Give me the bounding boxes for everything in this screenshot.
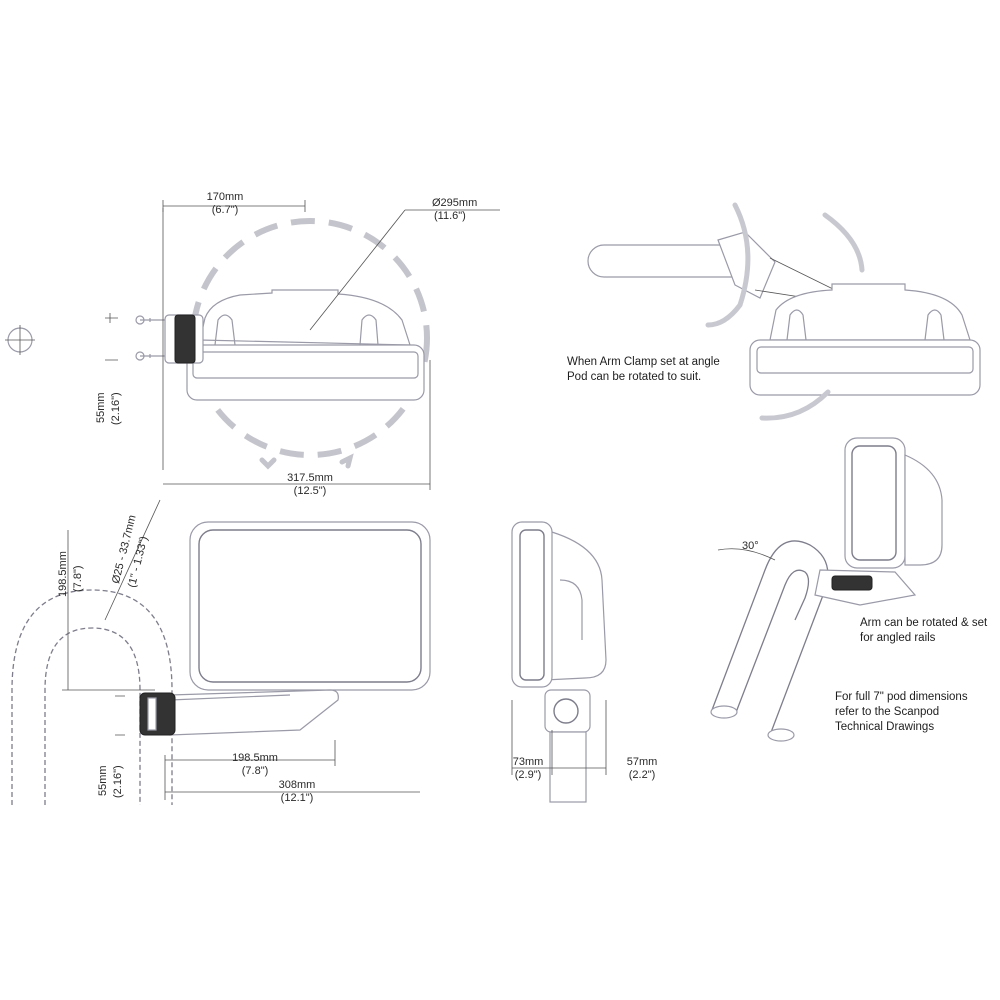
full-dimensions-note: For full 7" pod dimensions refer to the …: [835, 690, 968, 735]
angled-view: [710, 437, 943, 742]
full-note-line3: Technical Drawings: [835, 721, 935, 733]
rotation-arrow-right: [339, 453, 354, 469]
side-arm: [169, 689, 339, 736]
pod-end-body: [544, 529, 607, 681]
rail-outer: [11, 589, 173, 805]
end-left-in: (2.9"): [514, 769, 542, 781]
angle-value: 30°: [742, 540, 759, 552]
top-height-in: (2.16"): [110, 392, 122, 425]
side-view: [11, 499, 431, 805]
rail-inner: [44, 627, 141, 805]
end-view: [511, 521, 607, 803]
top-height-mm: 55mm: [95, 392, 107, 423]
side-clamp-in: (2.16"): [112, 765, 124, 798]
side-clamp-in-label: (2.16"): [112, 765, 125, 798]
top-width-in: (6.7"): [211, 204, 239, 216]
side-height-in-label: (7.8"): [72, 565, 85, 592]
rotated-view: [587, 202, 981, 421]
angled-rail: [711, 540, 829, 736]
pod-screen-inner: [192, 351, 419, 379]
end-right-mm: 57mm: [626, 756, 658, 768]
side-height-in: (7.8"): [72, 565, 84, 592]
pod-rotated-shell: [769, 283, 971, 341]
rotate-note: When Arm Clamp set at angle Pod can be r…: [567, 355, 720, 385]
rotation-arrow-left: [259, 457, 277, 470]
pod-side-screen: [189, 521, 431, 691]
top-width-label: 170mm (6.7"): [195, 191, 255, 217]
angled-note-line1: Arm can be rotated & set: [860, 617, 988, 629]
top-length-mm: 317.5mm: [287, 472, 333, 484]
side-arm-mm: 198.5mm: [232, 752, 278, 764]
side-height-mm: 198.5mm: [57, 551, 69, 597]
rotate-note-line2: Pod can be rotated to suit.: [567, 371, 702, 383]
end-right-label: 57mm (2.2"): [622, 756, 662, 782]
circle-diam-in: (11.6"): [434, 210, 466, 222]
side-arm-in: (7.8"): [241, 765, 269, 777]
top-height-label: 55mm: [95, 392, 108, 423]
full-note-line1: For full 7" pod dimensions: [835, 691, 968, 703]
full-note-line2: refer to the Scanpod: [835, 706, 940, 718]
top-height-in-label: (2.16"): [110, 392, 123, 425]
circle-diam-mm: Ø295mm: [432, 197, 478, 209]
side-length-in: (12.1"): [280, 792, 314, 804]
pod-screen-frame: [186, 344, 425, 401]
pod-end-screen: [511, 521, 553, 688]
top-length-label: 317.5mm (12.5"): [270, 472, 350, 498]
side-length-label: 308mm (12.1"): [262, 779, 332, 805]
side-height-label: 198.5mm: [57, 551, 70, 597]
side-arm-label: 198.5mm (7.8"): [220, 752, 290, 778]
side-clamp-mm: 55mm: [97, 765, 109, 796]
top-length-in: (12.5"): [293, 485, 327, 497]
end-left-mm: 73mm: [512, 756, 544, 768]
rotate-note-line1: When Arm Clamp set at angle: [567, 356, 720, 368]
rotation-circle: [190, 218, 430, 458]
end-left-label: 73mm (2.9"): [508, 756, 548, 782]
end-right-in: (2.2"): [628, 769, 656, 781]
angle-label: 30°: [742, 540, 759, 553]
top-view: [5, 200, 500, 490]
pod-top-shell: [199, 289, 411, 346]
angled-note-line2: for angled rails: [860, 632, 936, 644]
top-width-mm: 170mm: [206, 191, 244, 203]
end-clamp: [544, 689, 591, 733]
side-length-mm: 308mm: [278, 779, 316, 791]
pod-rotated-screen: [749, 339, 981, 396]
circle-diameter-label: Ø295mm (11.6"): [432, 197, 477, 223]
angled-note: Arm can be rotated & set for angled rail…: [860, 616, 987, 646]
side-clamp: [139, 692, 176, 736]
side-clamp-label: 55mm: [97, 765, 110, 796]
